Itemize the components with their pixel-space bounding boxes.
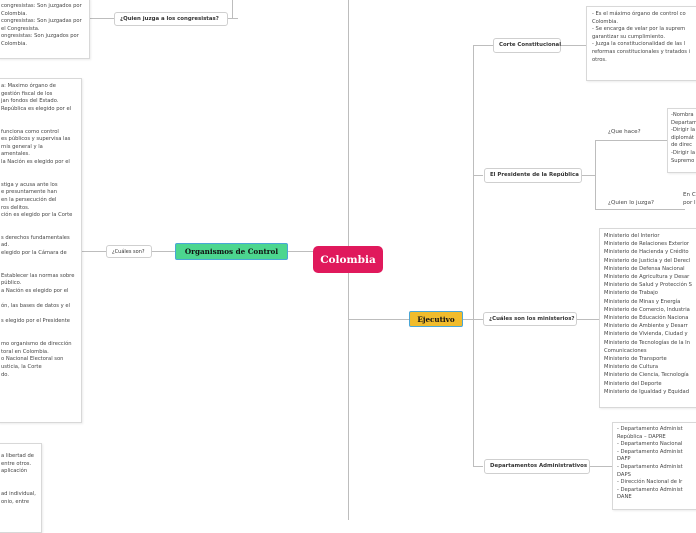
corte-constitucional-node[interactable]: Corte Constitucional [493,38,561,53]
ejecutivo-node[interactable]: Ejecutivo [409,311,463,327]
ministerio-item: Ministerio de Ciencia, Tecnología [604,372,689,379]
departamentos-node[interactable]: Departamentos Administrativos [484,459,590,474]
ministerio-item: Ministerio de Transporte [604,356,667,363]
connector [595,140,667,141]
ministerio-item: Ministerio de Agricultura y Desar [604,274,690,281]
presidente-node[interactable]: El Presidente de la República [484,168,582,183]
connector [473,466,483,467]
congresistas-question-node[interactable]: ¿Quien juzga a los congresistas? [114,12,228,26]
departamentos-answer-box[interactable]: - Departamento Administ República – DAPR… [612,422,696,510]
ministerio-item: Ministerio de Defensa Nacional [604,265,685,272]
connector [561,45,587,46]
organismos-question-node[interactable]: ¿Cuáles son? [106,245,152,258]
ministerio-item: Ministerio de Vivienda, Ciudad y [604,331,688,338]
ministerio-item: Ministerio del Deporte [604,380,662,387]
ministerios-list-box[interactable]: Ministerio del Interior Ministerio de Re… [599,228,696,408]
ministerio-item: Ministerio de Relaciones Exterior [604,241,690,248]
ministerio-item: Ministerio del Interior [604,233,660,239]
connector [90,18,114,19]
organismos-answer-box[interactable]: a: Maximo órgano de gestión fiscal de lo… [0,78,82,423]
connector [473,175,483,176]
connector [473,45,474,467]
ministerio-item: Ministerio de Salud y Protección S [604,282,692,289]
ministerio-item: Ministerio de Justicia y del Derecl [604,257,691,264]
que-hace-answer-box[interactable]: -Nombra Departam -Dirigir la diplomát de… [667,108,696,173]
ministerio-item: Ministerio de Ambiente y Desarr [604,323,688,330]
connector [582,175,596,176]
ministerio-item: Ministerio de Minas y Energía [604,298,681,305]
ministerio-item: Comunicaciones [604,347,647,354]
connector [288,251,314,252]
connector [151,251,175,252]
connector [349,319,409,320]
connector [80,251,106,252]
corte-answer-box[interactable]: - Es el máximo órgano de control co Colo… [586,6,696,81]
root-node-label: Colombia [320,253,376,266]
ministerio-item: Ministerio de Tecnologías de la In [604,339,690,346]
ministerio-item: Ministerio de Trabajo [604,290,658,297]
connector [595,209,685,210]
congresistas-answer-box[interactable]: congresistas: Son juzgados por Colombia.… [0,0,90,59]
ministerio-item: Ministerio de Comercio, Industria [604,306,690,313]
connector [228,18,238,19]
connector [232,0,233,18]
root-node-colombia[interactable]: Colombia [313,246,383,273]
connector [577,319,599,320]
connector [590,466,612,467]
ministerio-item: Ministerio de Hacienda y Crédito [604,249,689,256]
que-hace-label[interactable]: ¿Que hace? [608,129,641,135]
organismos-de-control-node[interactable]: Organismos de Control [175,243,288,260]
connector [473,45,493,46]
quien-lo-juzga-answer[interactable]: En C por l [683,192,696,206]
derechos-answer-box[interactable]: a libertad de entre otros. aplicación ad… [0,443,42,533]
connector [595,140,596,210]
quien-lo-juzga-label[interactable]: ¿Quien lo juzga? [608,200,654,206]
ministerio-item: Ministerio de Educación Naciona [604,315,689,322]
ministerio-item: Ministerio de Cultura [604,364,659,371]
ministerio-item: Ministerio de Igualdad y Equidad [604,388,690,395]
ministerios-question-node[interactable]: ¿Cuáles son los ministerios? [483,312,577,326]
